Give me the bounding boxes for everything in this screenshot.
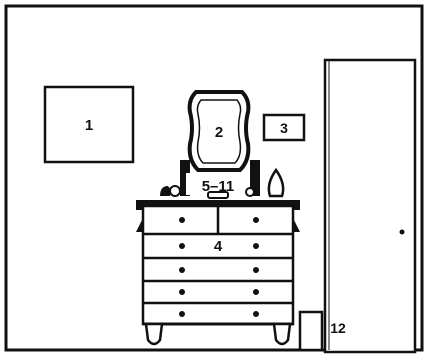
label-5-11: 5–11 — [202, 178, 235, 195]
label-4: 4 — [214, 238, 223, 255]
label-3: 3 — [280, 120, 288, 136]
label-2: 2 — [215, 124, 223, 141]
label-12: 12 — [330, 320, 346, 336]
dresser — [136, 200, 300, 344]
door — [325, 60, 415, 352]
bin — [300, 312, 322, 350]
label-1: 1 — [85, 117, 93, 134]
